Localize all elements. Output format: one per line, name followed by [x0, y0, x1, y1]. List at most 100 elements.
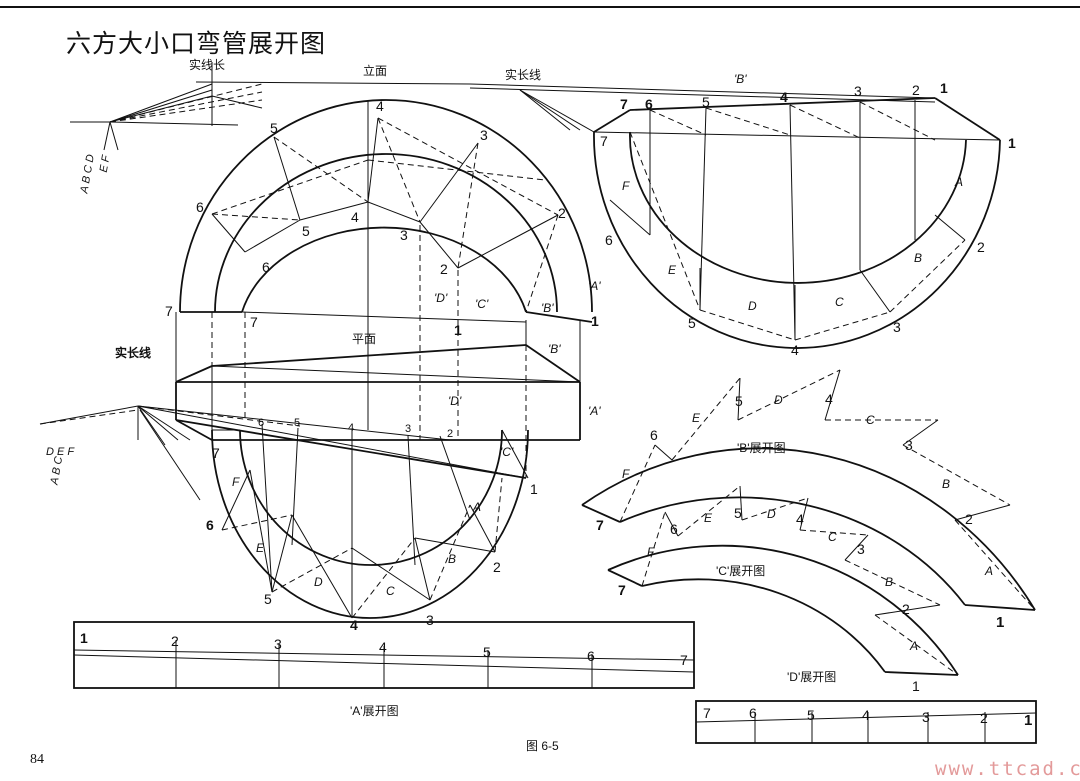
plan-view — [175, 344, 581, 479]
pt-5-plan: 5 — [264, 591, 272, 607]
pt-3-b: 3 — [905, 437, 913, 453]
pt-4-b: 4 — [825, 391, 833, 407]
face-b-tr: B — [914, 251, 922, 265]
pt-3-plan-top: 3 — [405, 423, 411, 435]
pt-2-b: 2 — [965, 511, 973, 527]
pt-4-inner: 4 — [351, 209, 359, 225]
pt-4-c: 4 — [796, 511, 804, 527]
pt-2-inner: 2 — [440, 261, 448, 277]
a-strip-6: 6 — [587, 648, 595, 664]
pt-1-b: 1 — [996, 614, 1004, 631]
face-e-plan: E — [256, 541, 265, 555]
face-a-c: A — [909, 639, 918, 653]
b-dev-label: 'B'展开图 — [737, 441, 786, 455]
a-strip-4: 4 — [379, 639, 387, 655]
true-length-line-label-mid: 实长线 — [115, 345, 151, 360]
pt-3-c: 3 — [857, 541, 865, 557]
pt-2-plan-top: 2 — [447, 428, 453, 440]
pt-5-tr: 5 — [702, 94, 710, 110]
face-e-tr: E — [668, 263, 677, 277]
elevation-label: 立面 — [363, 63, 387, 78]
face-f-tr: F — [622, 179, 630, 193]
pt-7-c: 7 — [618, 582, 626, 598]
figure-caption: 图 6-5 — [526, 739, 559, 753]
d-strip-3: 3 — [922, 709, 930, 725]
b-development — [581, 369, 1036, 611]
letters-abc: A B C — [48, 456, 65, 487]
true-length-label: 实线长 — [189, 57, 225, 72]
tag-c-top: 'C' — [475, 297, 489, 311]
pt-3-tr-arc: 3 — [893, 319, 901, 335]
face-c-c: C — [828, 530, 837, 544]
pt-6-inner: 6 — [262, 259, 270, 275]
face-e-c: E — [704, 511, 713, 525]
pt-5-c: 5 — [734, 505, 742, 521]
pt-7-outer: 7 — [165, 303, 173, 319]
d-strip-7: 7 — [703, 705, 711, 721]
pt-2-tr: 2 — [912, 82, 920, 98]
a-strip-7: 7 — [680, 652, 688, 668]
face-e-b: E — [692, 411, 701, 425]
letters-abcd: A B C D — [78, 153, 97, 195]
pt-7-inner: 7 — [250, 314, 258, 330]
tag-d-plan: 'D' — [448, 394, 462, 408]
face-d-plan: D — [314, 575, 323, 589]
pt-4-tr: 4 — [780, 89, 788, 105]
a-strip-1: 1 — [80, 630, 88, 646]
pt-2-plan: 2 — [493, 559, 501, 575]
plan-ring — [211, 423, 529, 619]
d-strip-4: 4 — [862, 707, 870, 723]
true-length-line-label-top: 实长线 — [505, 67, 541, 82]
face-a-plan: A — [472, 500, 481, 514]
tag-b-top: 'B' — [541, 301, 554, 315]
a-dev-label: 'A'展开图 — [350, 704, 399, 718]
tag-a-top: 'A' — [588, 279, 601, 293]
elevation-long-line — [469, 83, 936, 99]
face-f-b: F — [622, 467, 630, 481]
plan-label: 平面 — [352, 332, 376, 346]
pt-1-inner: 1 — [454, 322, 462, 338]
pt-7-b: 7 — [596, 517, 604, 533]
pt-2-tr-arc: 2 — [977, 239, 985, 255]
a-strip-2: 2 — [171, 633, 179, 649]
letters-ef: E F — [98, 153, 113, 173]
pt-5-b: 5 — [735, 393, 743, 409]
pt-3-tr: 3 — [854, 83, 862, 99]
pt-1-tr: 1 — [940, 80, 948, 96]
tag-d-top: 'D' — [434, 291, 448, 305]
pt-1-tr-in: 1 — [1008, 135, 1016, 151]
pt-6-c: 6 — [670, 521, 678, 537]
pt-6-b: 6 — [650, 427, 658, 443]
pt-1-c: 1 — [912, 678, 920, 694]
pt-3-outer: 3 — [480, 127, 488, 143]
pt-7-tr: 7 — [620, 96, 628, 112]
pt-2-outer: 2 — [558, 205, 566, 221]
pt-4-plan-top: 4 — [348, 422, 354, 434]
pt-5-tr-arc: 5 — [688, 315, 696, 331]
pt-4-outer: 4 — [376, 98, 384, 114]
face-b-plan: B — [448, 552, 456, 566]
a-strip-3: 3 — [274, 636, 282, 652]
d-strip-5: 5 — [807, 707, 815, 723]
a-strip-5: 5 — [483, 644, 491, 660]
a-development-strip — [73, 621, 695, 689]
pt-5-inner: 5 — [302, 223, 310, 239]
face-b-b: B — [942, 477, 950, 491]
tag-b-plan: 'B' — [548, 342, 561, 356]
d-strip-1: 1 — [1024, 712, 1032, 729]
d-dev-label: 'D'展开图 — [787, 670, 836, 684]
elevation-true-length-fan — [70, 62, 471, 151]
drawing-title: 六方大小口弯管展开图 — [66, 31, 327, 58]
letters-def: D E F — [46, 446, 75, 458]
face-d-b: D — [774, 393, 783, 407]
pt-6-plan-top: 6 — [258, 417, 264, 429]
d-strip-2: 2 — [980, 710, 988, 726]
pt-2-c: 2 — [902, 601, 910, 617]
face-d-c: D — [767, 507, 776, 521]
plan-true-length-fan — [39, 405, 527, 501]
pt-5-outer: 5 — [270, 120, 278, 136]
pt-3-plan: 3 — [426, 612, 434, 628]
d-development-strip — [695, 700, 1037, 744]
pt-3-inner: 3 — [400, 227, 408, 243]
pt-7-tr-in: 7 — [600, 133, 608, 149]
